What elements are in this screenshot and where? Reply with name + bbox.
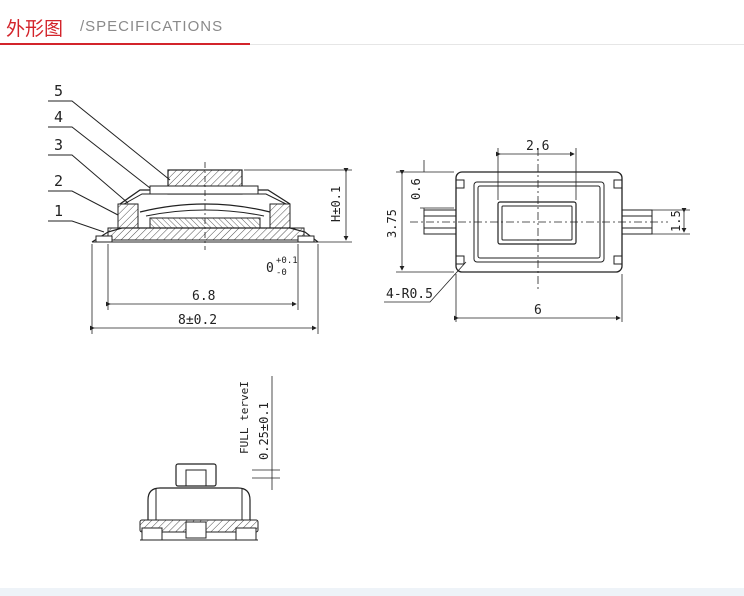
section-title-cn: 外形图 bbox=[6, 18, 64, 40]
offset-label: 0.6 bbox=[409, 178, 423, 200]
section-title-en: /SPECIFICATIONS bbox=[80, 18, 224, 35]
height-label: H±0.1 bbox=[329, 186, 343, 222]
detail-view: FULL terveI 0.25±0.1 bbox=[139, 376, 280, 541]
header-accent-bar bbox=[0, 43, 250, 45]
body-width-label: 6 bbox=[534, 303, 542, 318]
footer-bar bbox=[0, 588, 744, 596]
callout-5: 5 bbox=[54, 82, 63, 100]
callout-1: 1 bbox=[54, 202, 63, 220]
terminal-label: 1.5 bbox=[669, 210, 683, 232]
callout-3: 3 bbox=[54, 136, 63, 154]
side-view: 5 4 3 2 1 H±0.1 bbox=[48, 82, 352, 334]
body-height-label: 3.75 bbox=[385, 209, 399, 238]
travel-tolerance-label: 0.25±0.1 bbox=[257, 402, 271, 460]
header-divider bbox=[0, 44, 744, 45]
callout-4: 4 bbox=[54, 108, 63, 126]
tolerance-lower: -0 bbox=[276, 268, 287, 278]
section-header: 外形图 /SPECIFICATIONS bbox=[0, 0, 744, 46]
radius-label: 4-R0.5 bbox=[386, 287, 433, 302]
outer-width-label: 8±0.2 bbox=[178, 313, 217, 328]
tolerance-upper: +0.1 bbox=[276, 256, 298, 266]
full-level-label: FULL terveI bbox=[238, 381, 251, 454]
inner-width-label: 6.8 bbox=[192, 289, 215, 304]
top-view: 2.6 0.6 3.75 1.5 4-R0.5 6 bbox=[384, 139, 690, 322]
callout-2: 2 bbox=[54, 172, 63, 190]
button-width-label: 2.6 bbox=[526, 139, 549, 154]
tolerance-base: 0 bbox=[266, 261, 274, 276]
